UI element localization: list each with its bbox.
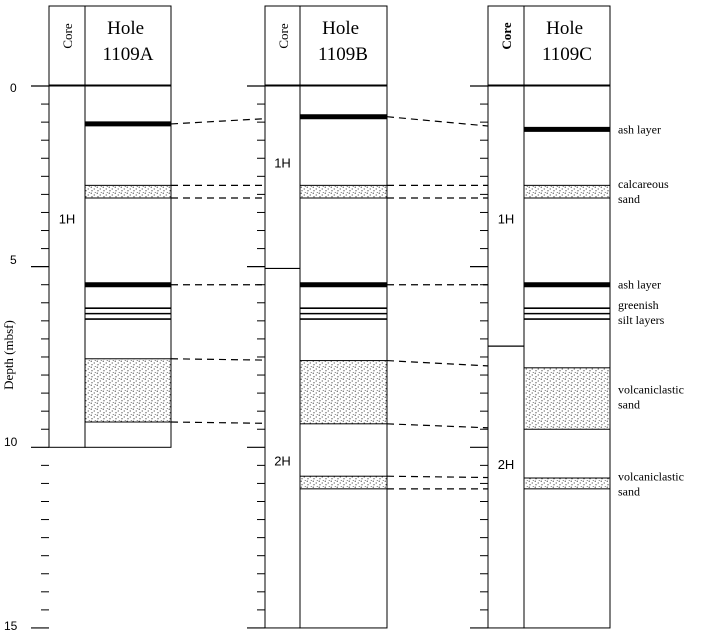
core-header-label: Core [60,23,75,49]
sand-bed [84,358,172,423]
lithology-column: 1H [48,85,172,448]
sand-bed [523,184,611,199]
hole-title: Hole 1109A [102,18,153,65]
core-label: 1H [498,211,515,226]
correlation-line [170,358,301,362]
header-box [264,5,388,86]
core-header-label: Core [276,23,291,49]
sand-bed [523,367,611,430]
depth-tick-label: 0 [10,81,17,95]
hole-1109a: Core Hole 1109A 1H [48,5,172,448]
lithology-log [523,85,611,629]
core-label: 1H [59,211,76,226]
sand-bed [299,184,388,199]
core-column [487,85,525,629]
lithology-log [299,85,388,629]
depth-axis-label: Depth (mbsf) [1,320,16,390]
header-box [48,5,172,86]
core-column [48,85,86,448]
core-label: 1H [274,155,291,170]
annotation-label: ash layer [618,122,661,136]
correlation-line [170,116,301,125]
annotation-label: ash layer [618,278,661,292]
hole-1109b: Core Hole 1109B 1H 2H [264,5,388,629]
correlation-line [170,421,301,425]
sand-bed [523,477,611,490]
depth-tick-label: 5 [10,253,17,267]
sand-bed [84,184,172,199]
core-label: 2H [274,453,291,468]
sand-bed [299,360,388,425]
hole-title: Hole 1109B [318,18,368,65]
depth-tick-label: 15 [4,619,18,633]
core-header-label: Core [499,22,514,49]
hole-1109c: Core Hole 1109C 1H 2H [487,5,611,629]
core-label: 2H [498,457,515,472]
lithology-column: 1H 2H [487,85,611,629]
depth-ticks [31,85,488,629]
sand-bed [299,475,388,490]
depth-tick-label: 10 [4,435,18,449]
header-box [487,5,611,86]
core-column [264,85,301,629]
hole-title: Hole 1109C [542,18,592,65]
lithology-column: 1H 2H [264,85,388,629]
